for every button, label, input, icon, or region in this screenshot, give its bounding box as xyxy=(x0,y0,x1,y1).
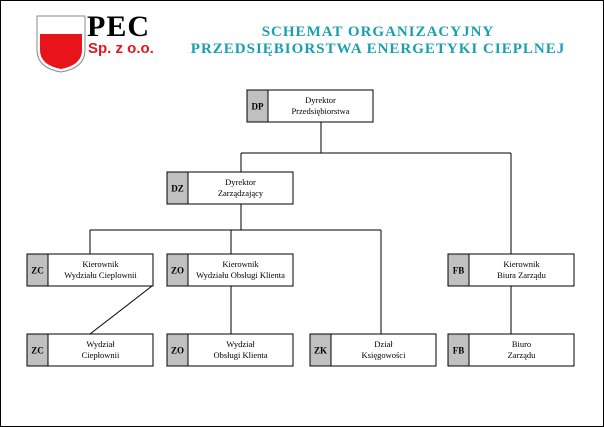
node-code: ZC xyxy=(31,266,44,276)
node-code-cell xyxy=(447,253,470,287)
pec-logo: PEC Sp. z o.o. xyxy=(36,10,154,73)
connector-zc xyxy=(89,285,153,335)
node-code: ZC xyxy=(31,346,44,356)
node-code-cell xyxy=(166,171,189,205)
logo-subtitle: Sp. z o.o. xyxy=(88,40,154,57)
node-label-line1: Kierownik xyxy=(222,259,259,269)
node-code-cell xyxy=(26,253,49,287)
node-code: DZ xyxy=(171,184,184,194)
chart-title-line2: PRZEDSIĘBIORSTWA ENERGETYKI CIEPLNEJ xyxy=(191,41,565,57)
node-label-line1: Dział xyxy=(374,339,393,349)
node-label-line1: Kierownik xyxy=(503,259,540,269)
node-code: FB xyxy=(453,266,465,276)
node-code: ZO xyxy=(171,266,184,276)
node-label-line1: Wydział xyxy=(226,339,255,349)
logo-name: PEC xyxy=(87,10,150,43)
node-code: DP xyxy=(252,102,264,112)
node-code-cell xyxy=(246,89,269,123)
node-label-line1: Dyrektor xyxy=(305,95,336,105)
node-label-line2: Ciepłownii xyxy=(82,350,120,360)
node-label-line2: Wydziału Cieplownii xyxy=(64,270,137,280)
node-label-line2: Księgowości xyxy=(362,350,407,360)
node-label-line1: Dyrektor xyxy=(225,177,256,187)
node-code-cell xyxy=(166,333,189,367)
node-code: ZK xyxy=(314,346,327,356)
node-code: ZO xyxy=(171,346,184,356)
node-label-line2: Biura Zarządu xyxy=(497,270,547,280)
node-label-line2: Przedsiębiorstwa xyxy=(291,106,349,116)
node-code-cell xyxy=(26,333,49,367)
node-label-line2: Wydziału Obsługi Klienta xyxy=(196,270,285,280)
node-code: FB xyxy=(453,346,465,356)
node-label-line1: Kierownik xyxy=(82,259,119,269)
connectors xyxy=(89,122,512,335)
node-code-cell xyxy=(309,333,332,367)
node-label-line2: Zarządu xyxy=(508,350,537,360)
logo-shield-red xyxy=(40,34,82,69)
node-code-cell xyxy=(447,333,470,367)
node-label-line1: Wydział xyxy=(86,339,115,349)
logo-shield-white xyxy=(40,19,82,34)
node-label-line2: Zarządzający xyxy=(218,188,264,198)
chart-title-line1: SCHEMAT ORGANIZACYJNY xyxy=(262,24,495,40)
node-label-line1: Biuro xyxy=(512,339,531,349)
node-label-line2: Obsługi Klienta xyxy=(213,350,267,360)
org-nodes: DPDyrektorPrzedsiębiorstwaDZDyrektorZarz… xyxy=(26,89,575,367)
node-code-cell xyxy=(166,253,189,287)
